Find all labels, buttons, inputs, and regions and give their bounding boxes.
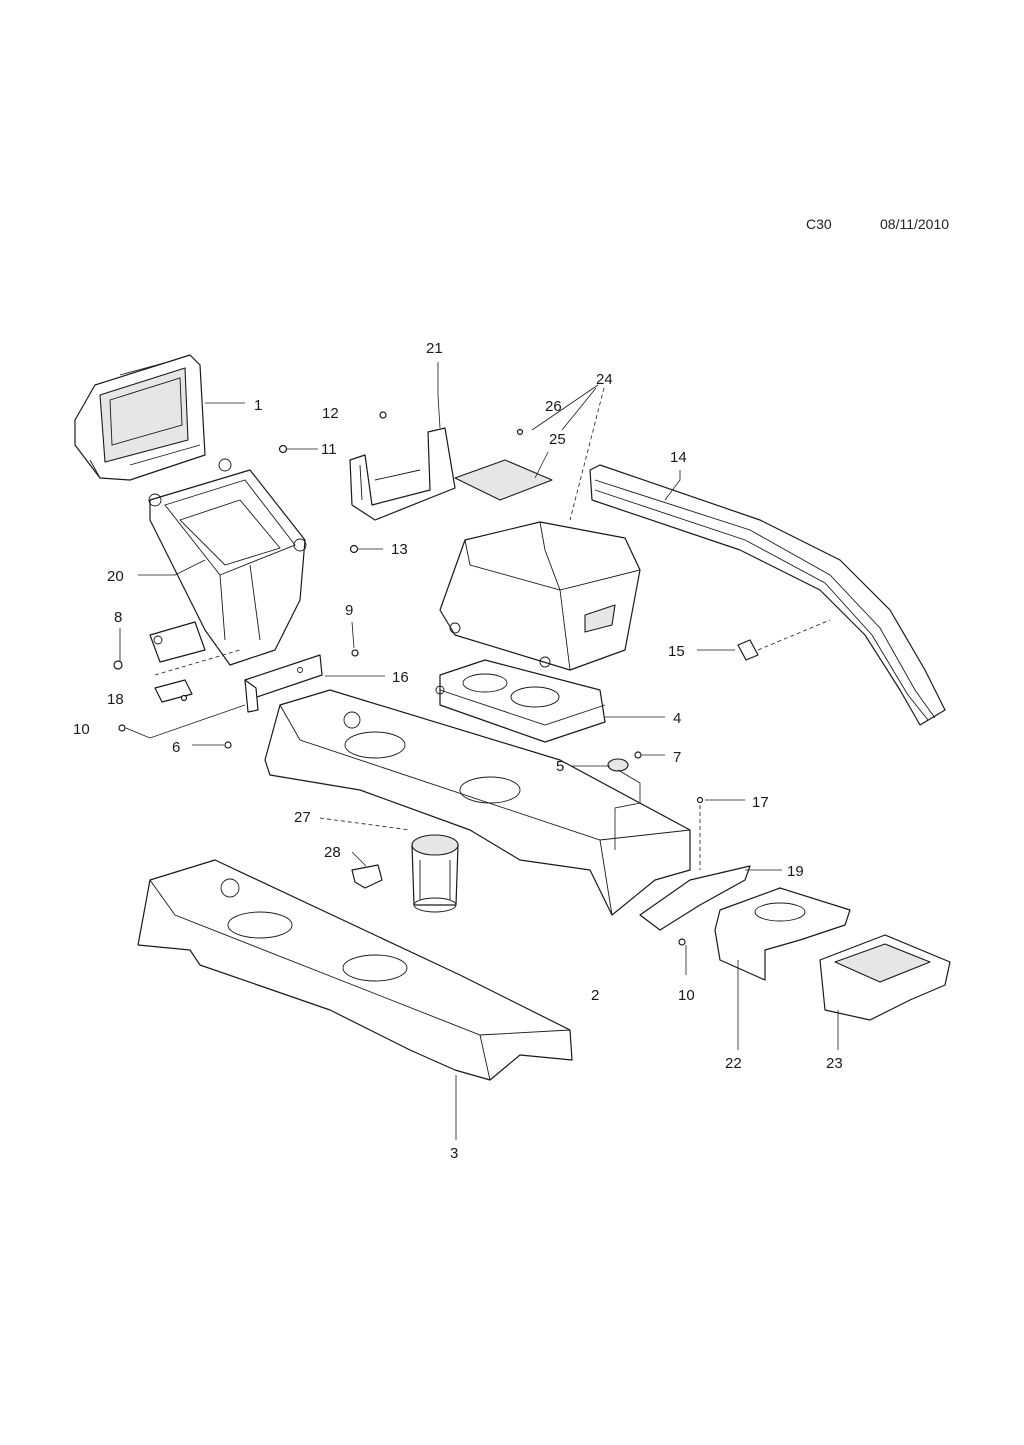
diagram-date: 08/11/2010 (880, 216, 950, 232)
callout-16: 16 (392, 669, 409, 686)
callout-13: 13 (391, 541, 408, 558)
fastener-11 (278, 444, 288, 454)
callout-18: 18 (107, 691, 124, 708)
part-14-trim-strip (589, 464, 946, 726)
callout-24: 24 (596, 371, 613, 388)
callout-22: 22 (725, 1055, 742, 1072)
callout-20: 20 (107, 568, 124, 585)
fastener-8 (113, 660, 123, 670)
callout-7: 7 (673, 749, 681, 766)
callout-25: 25 (549, 431, 566, 448)
callout-12: 12 (322, 405, 339, 422)
fastener-5 (607, 758, 629, 772)
callout-1: 1 (254, 397, 262, 414)
callout-17: 17 (752, 794, 769, 811)
leader-lines (119, 362, 839, 1140)
callout-2: 2 (591, 987, 599, 1004)
part-21-bracket (349, 427, 456, 521)
part-8-bracket (149, 621, 206, 663)
fastener-21 (379, 411, 387, 419)
callout-26: 26 (545, 398, 562, 415)
diagram-code: C30 (806, 216, 832, 232)
part-18-plate (154, 679, 193, 703)
callout-8: 8 (114, 609, 122, 626)
callout-21: 21 (426, 340, 443, 357)
callout-10b: 10 (678, 987, 695, 1004)
part-4-cupholder-tray (435, 659, 606, 743)
callout-28: 28 (324, 844, 341, 861)
callout-15: 15 (668, 643, 685, 660)
callout-23: 23 (826, 1055, 843, 1072)
fastener-6 (224, 741, 232, 749)
fastener-13 (349, 544, 359, 554)
part-24-armrest (439, 521, 641, 671)
part-16-bracket (244, 654, 323, 713)
callout-27: 27 (294, 809, 311, 826)
callout-11: 11 (321, 441, 337, 458)
callout-9: 9 (345, 602, 353, 619)
callout-5: 5 (556, 758, 564, 775)
part-25-pad (454, 459, 553, 501)
part-1-radio-bezel (74, 354, 206, 481)
part-23-tray (819, 934, 951, 1021)
part-2-upper-console (264, 689, 691, 916)
fastener-7 (634, 751, 642, 759)
callout-labels: 1 2 3 4 5 6 7 8 9 10 10 11 12 13 14 15 1… (73, 340, 843, 1162)
part-3-lower-console (137, 859, 573, 1081)
fastener-17 (696, 796, 704, 804)
callout-3: 3 (450, 1145, 458, 1162)
part-19-bracket (639, 865, 751, 931)
fasteners (113, 411, 704, 946)
callout-14: 14 (670, 449, 687, 466)
part-27-cup (411, 834, 459, 913)
part-28-insert (351, 864, 383, 889)
fastener-26 (516, 428, 524, 436)
fastener-10 (118, 724, 126, 732)
part-15-clip (737, 639, 759, 661)
part-22-insert (714, 887, 851, 981)
fastener-9 (351, 649, 359, 657)
fastener-18 (180, 694, 188, 702)
callout-10: 10 (73, 721, 90, 738)
callout-6: 6 (172, 739, 180, 756)
callout-19: 19 (787, 863, 804, 880)
part-20-mounting-frame (148, 458, 307, 666)
fastener-10b (678, 938, 686, 946)
callout-4: 4 (673, 710, 681, 727)
